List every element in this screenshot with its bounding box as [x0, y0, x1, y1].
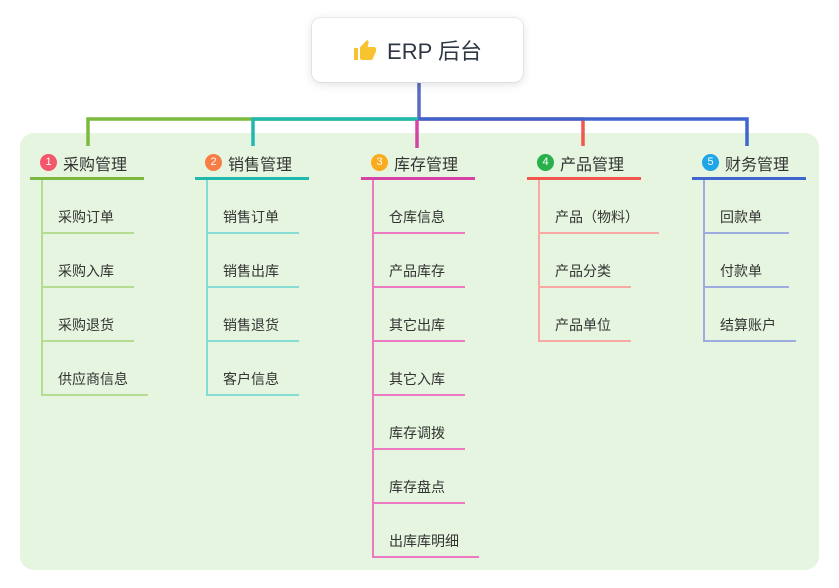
branch-3-number-badge: 3: [371, 154, 388, 171]
node-product-category[interactable]: 产品分类: [540, 234, 631, 288]
branch-inventory: 3 库存管理 仓库信息 产品库存 其它出库 其它入库 库存调拨 库存盘点 出库库…: [361, 148, 479, 558]
branch-sales-header[interactable]: 2 销售管理: [195, 148, 309, 180]
branch-purchase: 1 采购管理 采购订单 采购入库 采购退货 供应商信息: [30, 148, 148, 396]
node-sales-return[interactable]: 销售退货: [208, 288, 299, 342]
node-product-unit[interactable]: 产品单位: [540, 288, 631, 342]
node-payment-order[interactable]: 付款单: [705, 234, 789, 288]
branch-finance-header[interactable]: 5 财务管理: [692, 148, 806, 180]
node-other-outbound[interactable]: 其它出库: [374, 288, 465, 342]
root-node-label: ERP 后台: [387, 39, 482, 64]
branch-sales-title: 销售管理: [228, 156, 293, 174]
mindmap-canvas-panel: [20, 133, 819, 570]
branch-product-children: 产品（物料） 产品分类 产品单位: [538, 180, 659, 342]
branch-finance-title: 财务管理: [725, 156, 790, 174]
node-supplier-info[interactable]: 供应商信息: [43, 342, 148, 396]
branch-product: 4 产品管理 产品（物料） 产品分类 产品单位: [527, 148, 659, 342]
branch-sales: 2 销售管理 销售订单 销售出库 销售退货 客户信息: [195, 148, 309, 396]
node-stock-taking[interactable]: 库存盘点: [374, 450, 465, 504]
branch-1-number-badge: 1: [40, 154, 57, 171]
branch-inventory-title: 库存管理: [394, 156, 459, 174]
node-purchase-inbound[interactable]: 采购入库: [43, 234, 134, 288]
branch-inventory-header[interactable]: 3 库存管理: [361, 148, 475, 180]
branch-finance-children: 回款单 付款单 结算账户: [703, 180, 796, 342]
node-customer-info[interactable]: 客户信息: [208, 342, 299, 396]
branch-product-header[interactable]: 4 产品管理: [527, 148, 641, 180]
node-product-material[interactable]: 产品（物料）: [540, 180, 659, 234]
branch-sales-children: 销售订单 销售出库 销售退货 客户信息: [206, 180, 299, 396]
node-settlement-account[interactable]: 结算账户: [705, 288, 796, 342]
node-product-stock[interactable]: 产品库存: [374, 234, 465, 288]
branch-5-number-badge: 5: [702, 154, 719, 171]
node-sales-order[interactable]: 销售订单: [208, 180, 299, 234]
branch-purchase-children: 采购订单 采购入库 采购退货 供应商信息: [41, 180, 148, 396]
node-sales-outbound[interactable]: 销售出库: [208, 234, 299, 288]
node-purchase-order[interactable]: 采购订单: [43, 180, 134, 234]
branch-purchase-header[interactable]: 1 采购管理: [30, 148, 144, 180]
node-collection-order[interactable]: 回款单: [705, 180, 789, 234]
branch-inventory-children: 仓库信息 产品库存 其它出库 其它入库 库存调拨 库存盘点 出库库明细: [372, 180, 479, 558]
branch-finance: 5 财务管理 回款单 付款单 结算账户: [692, 148, 806, 342]
node-outbound-detail[interactable]: 出库库明细: [374, 504, 479, 558]
branch-purchase-title: 采购管理: [63, 156, 128, 174]
branch-2-number-badge: 2: [205, 154, 222, 171]
node-purchase-return[interactable]: 采购退货: [43, 288, 134, 342]
node-other-inbound[interactable]: 其它入库: [374, 342, 465, 396]
node-warehouse-info[interactable]: 仓库信息: [374, 180, 465, 234]
node-stock-transfer[interactable]: 库存调拨: [374, 396, 465, 450]
thumbs-up-icon: [354, 40, 377, 60]
branch-4-number-badge: 4: [537, 154, 554, 171]
root-node-erp[interactable]: ERP 后台: [312, 18, 523, 82]
branch-product-title: 产品管理: [560, 156, 625, 174]
